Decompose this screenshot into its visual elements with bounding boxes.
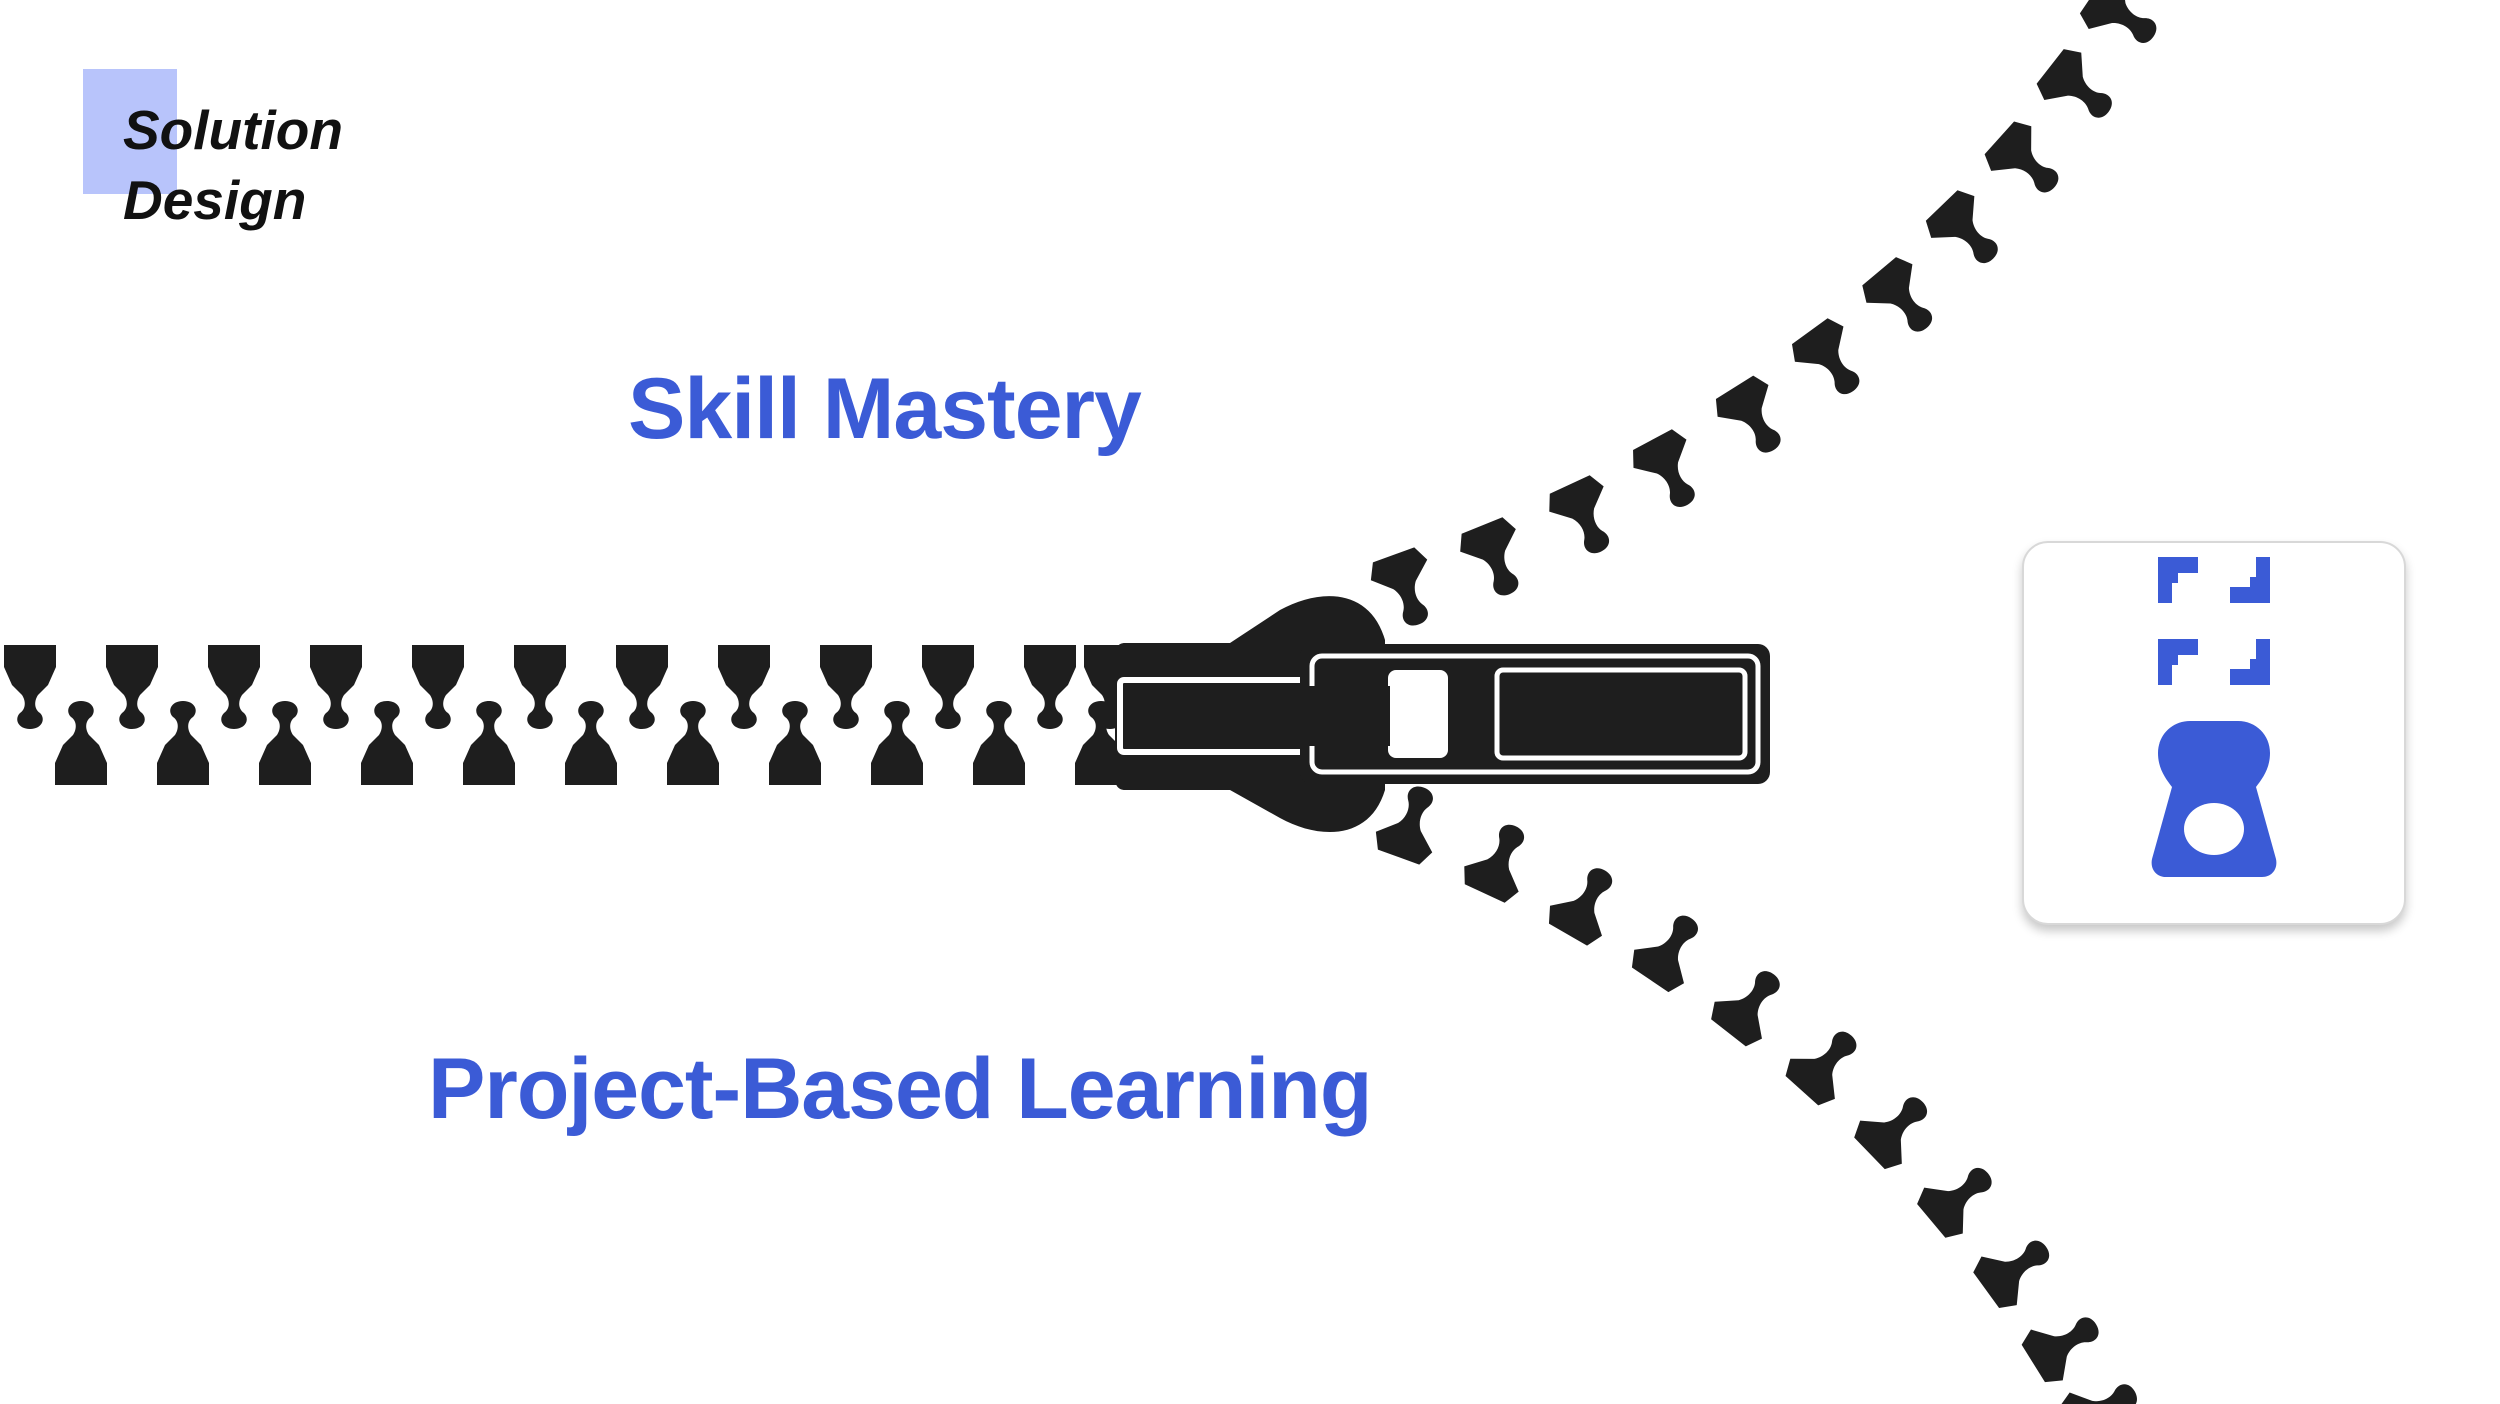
label-project-based-learning: Project-Based Learning: [428, 1041, 1372, 1137]
section-tag-square: [83, 69, 177, 194]
zipper-slider: [1115, 596, 1770, 833]
zipper-closed-chain: [4, 645, 1187, 785]
section-title: Solution Design: [123, 99, 343, 231]
label-skill-mastery: Skill Mastery: [628, 361, 1142, 457]
zipper-icon: [2151, 557, 2277, 877]
zipper-icon-card: [2022, 541, 2406, 925]
zipper-upper-chain: [1365, 0, 2171, 635]
